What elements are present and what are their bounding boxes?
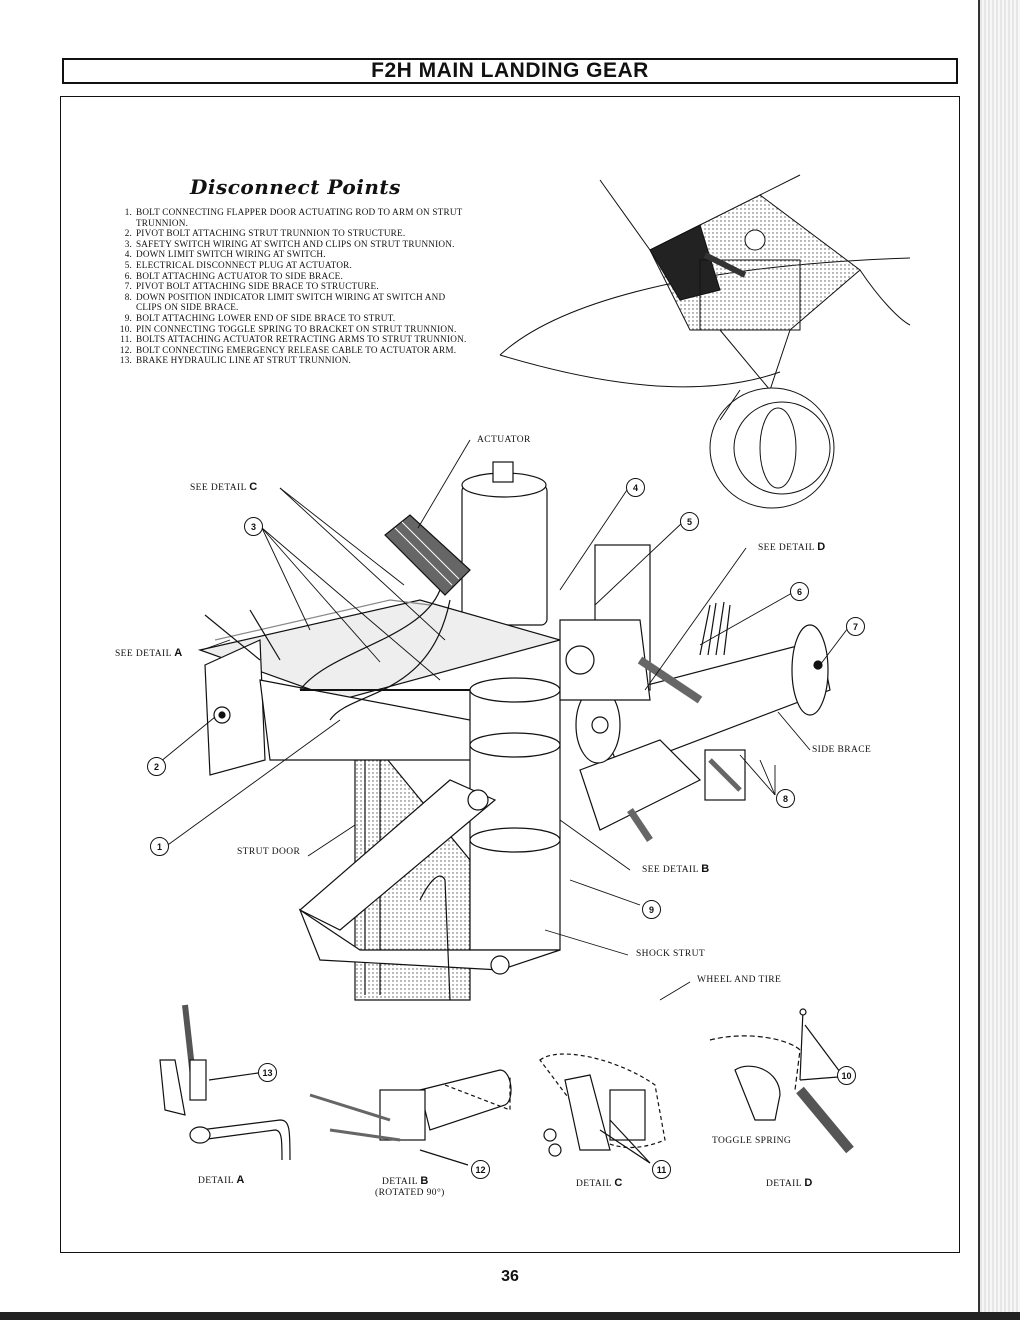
label-see-detail-b: SEE DETAIL B <box>642 863 710 875</box>
callout-9: 9 <box>642 900 661 919</box>
disconnect-point-text: DOWN POSITION INDICATOR LIMIT SWITCH WIR… <box>136 291 446 313</box>
disconnect-point-item: 7. PIVOT BOLT ATTACHING SIDE BRACE TO STR… <box>112 281 472 292</box>
disconnect-point-number: 12. <box>119 344 132 355</box>
disconnect-point-number: 9. <box>124 312 132 323</box>
callout-11: 11 <box>652 1160 671 1179</box>
disconnect-points-heading: Disconnect Points <box>190 175 401 199</box>
label-actuator: ACTUATOR <box>477 435 531 445</box>
detail-a-drawing <box>159 1004 291 1161</box>
page-number: 36 <box>501 1268 519 1285</box>
disconnect-point-text: DOWN LIMIT SWITCH WIRING AT SWITCH. <box>136 249 326 260</box>
disconnect-point-text: BOLT ATTACHING LOWER END OF SIDE BRACE T… <box>136 312 396 323</box>
label-see-detail-d: SEE DETAIL D <box>758 541 826 553</box>
disconnect-point-text: BOLT ATTACHING ACTUATOR TO SIDE BRACE. <box>136 270 343 281</box>
label-wheel-and-tire: WHEEL AND TIRE <box>697 975 782 985</box>
callout-12: 12 <box>471 1160 490 1179</box>
aircraft-locator-view <box>499 174 911 509</box>
disconnect-point-number: 3. <box>124 238 132 249</box>
label-shock-strut: SHOCK STRUT <box>636 949 706 959</box>
caption-detail-b-note: (ROTATED 90°) <box>375 1188 445 1198</box>
disconnect-point-item: 9. BOLT ATTACHING LOWER END OF SIDE BRACE… <box>112 313 472 324</box>
figure-frame <box>60 96 960 1253</box>
callout-13: 13 <box>258 1063 277 1082</box>
disconnect-point-text: SAFETY SWITCH WIRING AT SWITCH AND CLIPS… <box>136 238 455 249</box>
callout-1: 1 <box>150 837 169 856</box>
disconnect-point-text: BOLTS ATTACHING ACTUATOR RETRACTING ARMS… <box>136 334 467 345</box>
label-toggle-spring: TOGGLE SPRING <box>712 1136 792 1146</box>
callout-10: 10 <box>837 1066 856 1085</box>
disconnect-point-number: 10. <box>119 323 132 334</box>
disconnect-point-item: 8. DOWN POSITION INDICATOR LIMIT SWITCH W… <box>112 292 472 313</box>
page-title: F2H MAIN LANDING GEAR <box>371 59 649 82</box>
callout-5: 5 <box>680 512 699 531</box>
detail-b-drawing <box>309 1069 512 1166</box>
caption-detail-d: DETAIL D <box>766 1177 813 1189</box>
disconnect-point-text: PIN CONNECTING TOGGLE SPRING TO BRACKET … <box>136 323 457 334</box>
disconnect-points-list: 1. BOLT CONNECTING FLAPPER DOOR ACTUATING… <box>112 207 472 366</box>
disconnect-point-item: 4. DOWN LIMIT SWITCH WIRING AT SWITCH. <box>112 249 472 260</box>
disconnect-point-item: 2. PIVOT BOLT ATTACHING STRUT TRUNNION TO… <box>112 228 472 239</box>
disconnect-point-number: 2. <box>124 228 132 239</box>
callout-2: 2 <box>147 757 166 776</box>
label-strut-door: STRUT DOOR <box>237 847 301 857</box>
callout-7: 7 <box>846 617 865 636</box>
disconnect-point-item: 13. BRAKE HYDRAULIC LINE AT STRUT TRUNNIO… <box>112 355 472 366</box>
callout-4: 4 <box>626 478 645 497</box>
callout-8: 8 <box>776 789 795 808</box>
disconnect-point-number: 6. <box>124 270 132 281</box>
disconnect-point-item: 5. ELECTRICAL DISCONNECT PLUG AT ACTUATOR… <box>112 260 472 271</box>
scan-bottom-edge <box>0 1312 1020 1320</box>
disconnect-point-text: PIVOT BOLT ATTACHING STRUT TRUNNION TO S… <box>136 228 406 239</box>
callout-6: 6 <box>790 582 809 601</box>
scan-binding-edge <box>978 0 1020 1320</box>
disconnect-point-number: 4. <box>124 249 132 260</box>
disconnect-point-text: BRAKE HYDRAULIC LINE AT STRUT TRUNNION. <box>136 355 352 366</box>
disconnect-point-number: 8. <box>124 291 132 302</box>
label-see-detail-a: SEE DETAIL A <box>115 647 183 659</box>
disconnect-point-item: 10. PIN CONNECTING TOGGLE SPRING TO BRACK… <box>112 324 472 335</box>
disconnect-point-text: ELECTRICAL DISCONNECT PLUG AT ACTUATOR. <box>136 259 352 270</box>
disconnect-point-number: 13. <box>119 355 132 366</box>
disconnect-point-number: 7. <box>124 281 132 292</box>
disconnect-point-number: 11. <box>120 334 132 345</box>
disconnect-point-item: 3. SAFETY SWITCH WIRING AT SWITCH AND CLI… <box>112 239 472 250</box>
disconnect-point-text: PIVOT BOLT ATTACHING SIDE BRACE TO STRUC… <box>136 281 379 292</box>
title-box: F2H MAIN LANDING GEAR <box>62 58 958 84</box>
caption-detail-a: DETAIL A <box>198 1174 245 1186</box>
label-side-brace: SIDE BRACE <box>812 745 872 755</box>
label-see-detail-c: SEE DETAIL C <box>190 481 258 493</box>
detail-c-drawing <box>539 1053 666 1164</box>
disconnect-point-number: 1. <box>124 207 132 217</box>
main-gear-assembly <box>197 461 831 1001</box>
caption-detail-b: DETAIL B <box>382 1175 429 1187</box>
disconnect-point-item: 1. BOLT CONNECTING FLAPPER DOOR ACTUATING… <box>112 207 472 228</box>
callout-3: 3 <box>244 517 263 536</box>
disconnect-point-number: 5. <box>124 259 132 270</box>
disconnect-point-item: 6. BOLT ATTACHING ACTUATOR TO SIDE BRACE. <box>112 271 472 282</box>
disconnect-point-text: BOLT CONNECTING FLAPPER DOOR ACTUATING R… <box>136 207 463 228</box>
leader-lines <box>159 439 849 1001</box>
detail-d-drawing <box>709 1008 854 1154</box>
caption-detail-c: DETAIL C <box>576 1177 623 1189</box>
disconnect-point-item: 11. BOLTS ATTACHING ACTUATOR RETRACTING A… <box>112 334 472 345</box>
disconnect-point-text: BOLT CONNECTING EMERGENCY RELEASE CABLE … <box>136 344 457 355</box>
disconnect-point-item: 12. BOLT CONNECTING EMERGENCY RELEASE CAB… <box>112 345 472 356</box>
